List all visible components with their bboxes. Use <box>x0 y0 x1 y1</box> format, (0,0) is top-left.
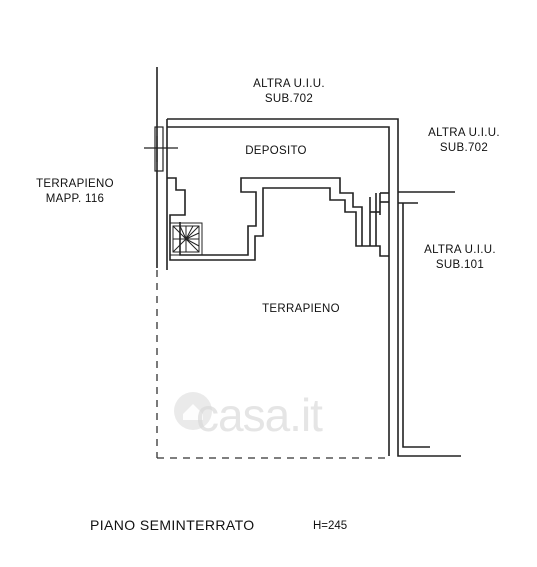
wall-marker <box>144 126 178 172</box>
wall-deposito <box>167 118 461 457</box>
label-terrapieno-left-line2: MAPP. 116 <box>45 193 105 205</box>
watermark-logo-icon <box>174 392 212 430</box>
label-deposito: DEPOSITO <box>245 145 307 157</box>
label-terrapieno-left: TERRAPIENO MAPP. 116 <box>22 177 128 207</box>
footer-height: H=245 <box>313 520 348 532</box>
label-altra-right-top: ALTRA U.I.U. SUB.702 <box>413 126 515 156</box>
label-altra-top-line1: ALTRA U.I.U. <box>253 78 325 90</box>
label-altra-top-line2: SUB.702 <box>264 93 314 105</box>
footer-title: PIANO SEMINTERRATO <box>90 517 255 533</box>
boundary-dashed <box>156 270 389 459</box>
label-altra-right-mid-line2: SUB.101 <box>435 259 485 271</box>
staircase-icon <box>169 222 203 256</box>
label-altra-right-mid-line1: ALTRA U.I.U. <box>424 244 496 256</box>
label-altra-top: ALTRA U.I.U. SUB.702 <box>238 77 340 107</box>
label-terrapieno-left-line1: TERRAPIENO <box>36 178 114 190</box>
label-altra-right-top-line1: ALTRA U.I.U. <box>428 127 500 139</box>
watermark: casa.it <box>196 389 323 441</box>
wall-left <box>156 67 168 270</box>
label-terrapieno-center: TERRAPIENO <box>262 303 340 315</box>
label-altra-right-mid: ALTRA U.I.U. SUB.101 <box>409 243 511 273</box>
label-altra-right-top-line2: SUB.702 <box>439 142 489 154</box>
